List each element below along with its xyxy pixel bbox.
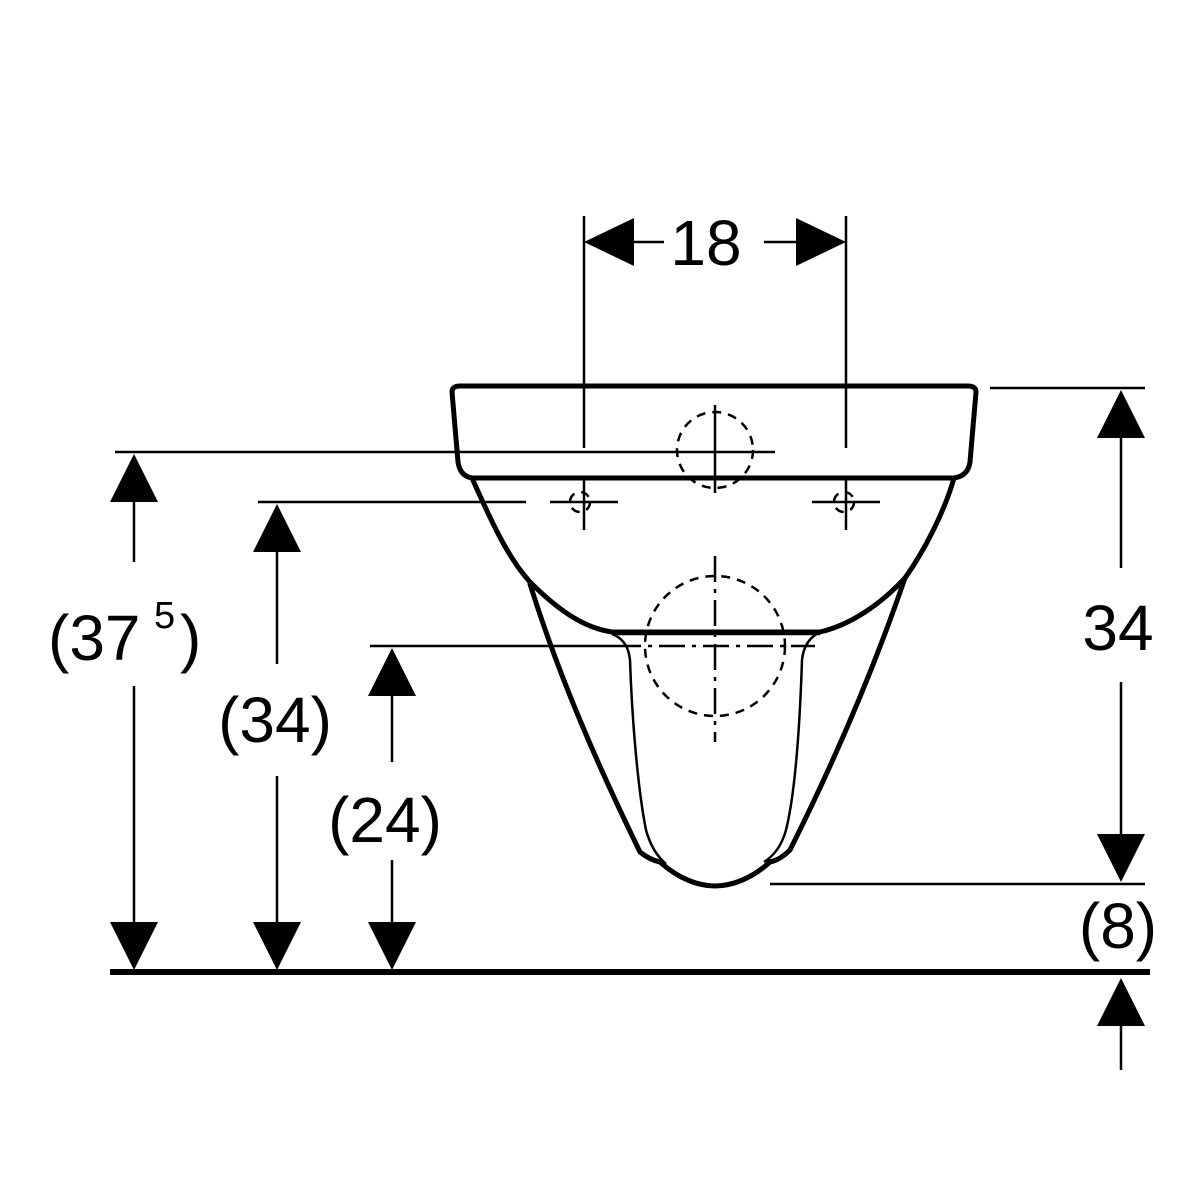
left-fixing-hole	[550, 478, 618, 530]
total-height-close: )	[180, 602, 201, 674]
clearance-label: (8)	[1079, 890, 1157, 962]
extension-lines	[115, 216, 1145, 886]
total-height-dimension: (37 5 )	[48, 454, 201, 970]
height-label: 34	[1082, 592, 1153, 664]
height-top-arrow	[1097, 390, 1145, 438]
fixing-height-label: (34)	[218, 684, 332, 756]
width-dimension: 18	[584, 207, 846, 279]
outlet-height-dimension: (24)	[328, 648, 442, 970]
fixing-height-bottom-arrow	[253, 922, 301, 970]
outlet-height-bottom-arrow	[368, 922, 416, 970]
height-dimension: 34	[1082, 390, 1154, 882]
total-height-bottom-arrow	[110, 922, 158, 970]
clearance-arrow	[1097, 978, 1145, 1026]
outlet-height-label: (24)	[328, 784, 442, 856]
width-left-arrow	[584, 218, 634, 266]
outlet-height-top-arrow	[368, 648, 416, 696]
width-label: 18	[670, 207, 741, 279]
total-height-superscript: 5	[154, 595, 175, 637]
height-bottom-arrow	[1097, 834, 1145, 882]
right-fixing-hole	[812, 478, 880, 530]
fixing-height-dimension: (34)	[218, 504, 332, 970]
fixing-height-top-arrow	[253, 504, 301, 552]
outlet-marker	[615, 556, 815, 742]
width-right-arrow	[796, 218, 846, 266]
total-height-top-arrow	[110, 454, 158, 502]
upper-connection-marker	[675, 405, 755, 493]
clearance-dimension: (8)	[1079, 890, 1157, 1070]
total-height-label: (37	[48, 602, 141, 674]
